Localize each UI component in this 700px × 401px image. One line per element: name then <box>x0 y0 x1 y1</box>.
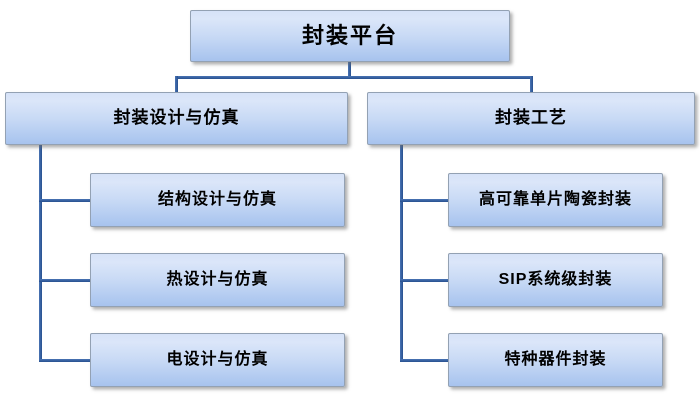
node-ceramic-package: 高可靠单片陶瓷封装 <box>448 173 663 227</box>
node-thermal-design: 热设计与仿真 <box>90 253 345 307</box>
node-branch-design-label: 封装设计与仿真 <box>113 108 240 128</box>
connector-stub-left-2 <box>39 279 92 282</box>
connector-rail <box>175 76 533 79</box>
connector-rail-drop-left <box>175 76 178 93</box>
connector-rail-drop-right <box>530 76 533 93</box>
node-branch-process: 封装工艺 <box>367 92 695 145</box>
node-thermal-design-label: 热设计与仿真 <box>166 271 269 289</box>
node-branch-design: 封装设计与仿真 <box>5 92 348 145</box>
connector-stub-right-1 <box>400 199 450 202</box>
node-electrical-design: 电设计与仿真 <box>90 333 345 387</box>
connector-trunk-left <box>39 145 42 362</box>
connector-stub-right-2 <box>400 279 450 282</box>
node-electrical-design-label: 电设计与仿真 <box>166 351 269 369</box>
node-root-label: 封装平台 <box>301 22 398 48</box>
node-sip-package: SIP系统级封装 <box>448 253 663 307</box>
node-structural-design: 结构设计与仿真 <box>90 173 345 227</box>
node-sip-package-label: SIP系统级封装 <box>498 271 613 289</box>
connector-stub-right-3 <box>400 359 450 362</box>
node-special-device-package-label: 特种器件封装 <box>504 351 607 369</box>
node-structural-design-label: 结构设计与仿真 <box>157 191 277 209</box>
node-root: 封装平台 <box>190 10 510 62</box>
connector-trunk-right <box>400 145 403 362</box>
node-branch-process-label: 封装工艺 <box>495 108 567 128</box>
node-ceramic-package-label: 高可靠单片陶瓷封装 <box>478 191 632 209</box>
connector-stub-left-3 <box>39 359 92 362</box>
connector-stub-left-1 <box>39 199 92 202</box>
node-special-device-package: 特种器件封装 <box>448 333 663 387</box>
connector-root-drop <box>348 62 351 78</box>
